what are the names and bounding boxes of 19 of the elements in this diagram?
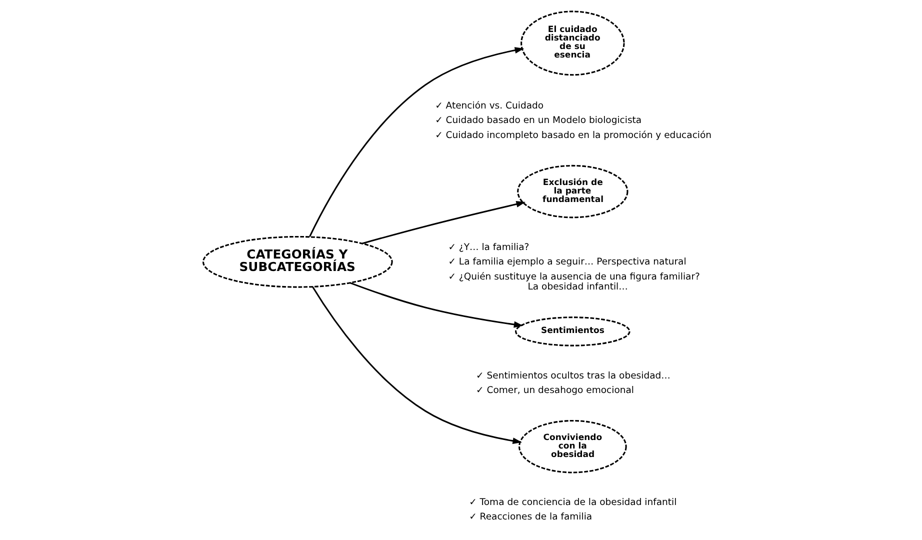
- arrow: [308, 47, 524, 237]
- node-label: ✓ Cuidado basado en un Modelo biologicista: [434, 115, 642, 126]
- node-label: ✓ Atención vs. Cuidado: [434, 100, 544, 112]
- node-ellipse: CATEGORÍAS Y SUBCATEGORÍAS: [202, 236, 392, 288]
- arrow: [311, 286, 522, 444]
- node-ellipse: Conviviendo con la obesidad: [518, 420, 626, 474]
- node-label: ✓ Comer, un desahogo emocional: [476, 384, 634, 396]
- node-label: ✓ Cuidado incompleto basado en la promoción y educación: [434, 130, 712, 141]
- arrow: [362, 200, 526, 244]
- node-label: ✓ Reacciones de la familia: [468, 512, 592, 523]
- node-ellipse: El cuidado distanciado de su esencia: [520, 10, 624, 76]
- node-ellipse: Sentimientos: [514, 316, 630, 346]
- node-label: ✓ ¿Y… la familia?: [448, 242, 529, 253]
- node-label: ✓ ¿Quién sustituye la ausencia de una figura familiar? La obesidad infantil…: [448, 271, 700, 292]
- node-label: ✓ Toma de conciencia de la obesidad infantil: [468, 497, 676, 508]
- arrow: [350, 282, 523, 328]
- node-label: ✓ La familia ejemplo a seguir… Perspectiva natural: [448, 256, 686, 268]
- node-label: ✓ Sentimientos ocultos tras la obesidad…: [476, 370, 670, 382]
- node-ellipse: Exclusión de la parte fundamental: [516, 164, 628, 218]
